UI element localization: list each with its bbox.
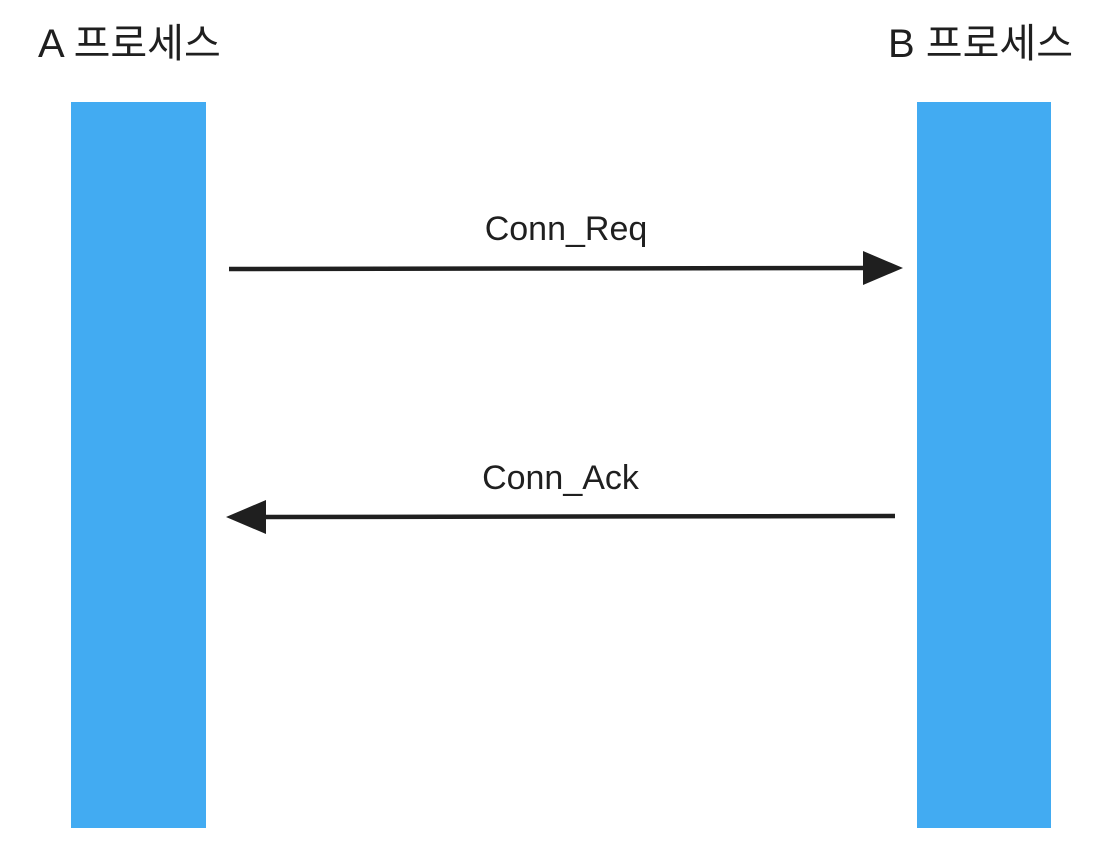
lifeline-label-b: B 프로세스 [888, 22, 1073, 66]
lifeline-bar-a [71, 102, 206, 828]
arrow-head-right-icon [863, 251, 903, 285]
message-label-conn-ack: Conn_Ack [482, 459, 639, 497]
lifeline-bar-b [917, 102, 1051, 828]
arrow-line-conn-ack [265, 513, 896, 520]
arrow-head-left-icon [226, 500, 266, 534]
message-arrow-conn-ack [226, 500, 896, 534]
lifeline-label-a: A 프로세스 [38, 22, 221, 66]
arrow-line-conn-req [228, 265, 864, 272]
message-label-conn-req: Conn_Req [484, 210, 648, 248]
message-arrow-conn-req [228, 251, 903, 285]
